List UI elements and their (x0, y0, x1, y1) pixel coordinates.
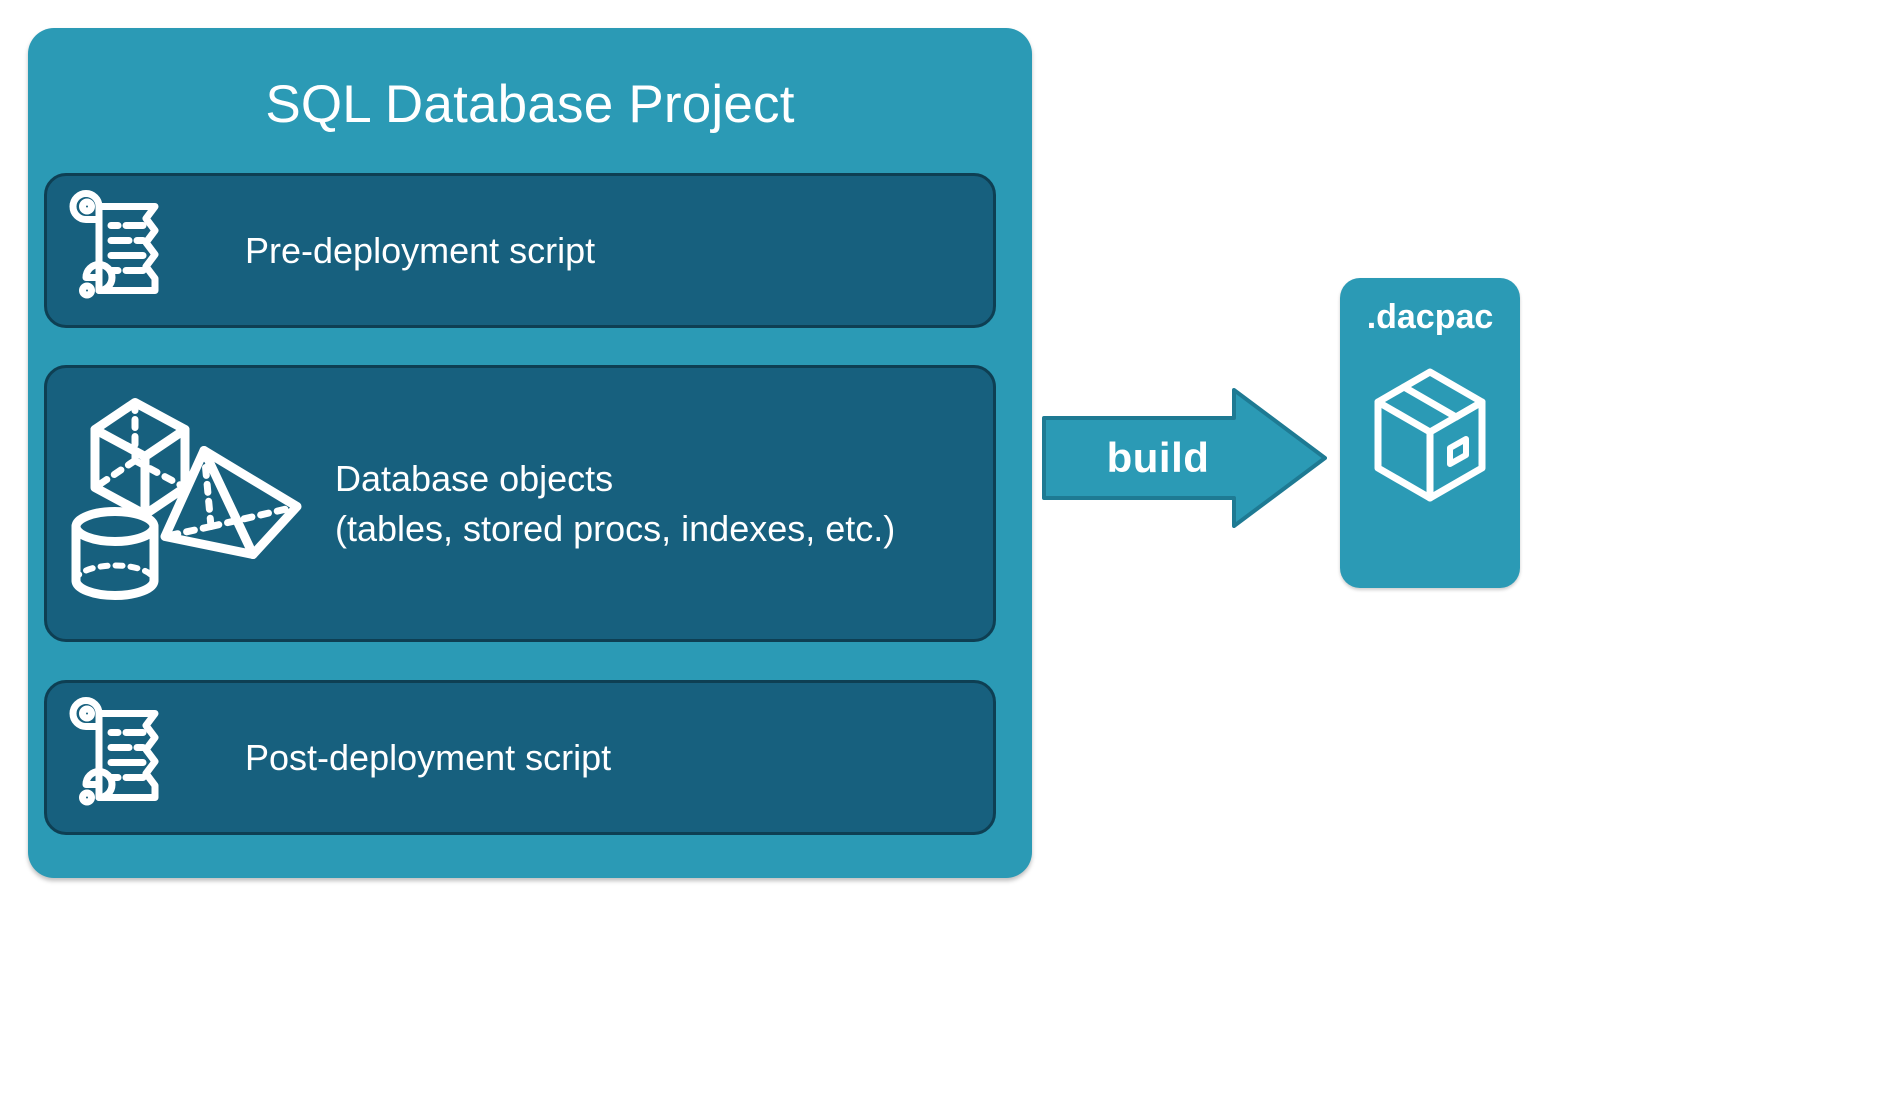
page-title: SQL Database Project (265, 75, 795, 134)
package-box-icon (1362, 356, 1498, 531)
database-objects-icon-group (61, 386, 311, 621)
scroll-icon (63, 189, 183, 312)
row-label-pre-deployment: Pre-deployment script (245, 229, 596, 271)
row-database-objects[interactable]: Database objects (tables, stored procs, … (44, 365, 996, 642)
dacpac-output-card: .dacpac (1340, 278, 1520, 588)
build-label: build (1106, 434, 1210, 481)
build-arrow (1042, 388, 1327, 528)
dacpac-label: .dacpac (1366, 298, 1494, 336)
row-post-deployment-script[interactable]: Post-deployment script (44, 680, 996, 835)
row-label-post-deployment: Post-deployment script (245, 736, 612, 778)
right-arrow-icon (1042, 388, 1327, 528)
sql-database-project-panel: SQL Database Project (28, 28, 1032, 878)
row-pre-deployment-script[interactable]: Pre-deployment script (44, 173, 996, 328)
scroll-icon (63, 696, 183, 819)
row-label-database-objects: Database objects (tables, stored procs, … (335, 457, 896, 549)
